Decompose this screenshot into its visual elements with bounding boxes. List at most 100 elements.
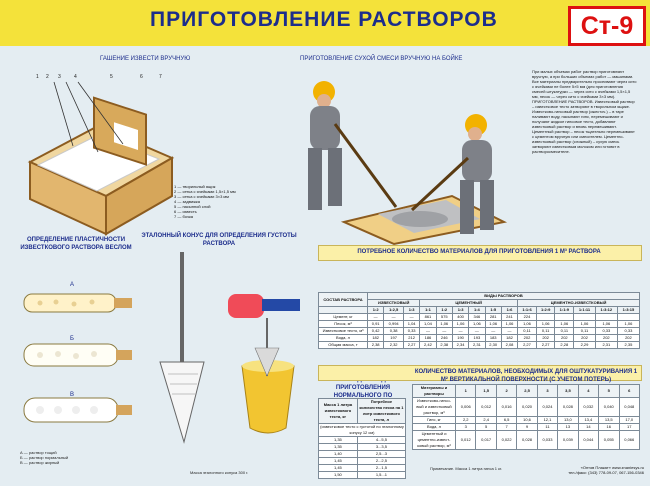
- legend-line: 7 — бочка: [174, 214, 194, 219]
- materials-column: 1:6: [500, 306, 519, 314]
- sand-cell: 1,35: [318, 443, 358, 451]
- plaster-cell: 17,0: [618, 416, 640, 424]
- plaster-cell: 0,033: [536, 430, 559, 450]
- plaster-cell: 0,020: [516, 397, 538, 417]
- plaster-cell: 0,022: [495, 430, 518, 450]
- materials-cell: —: [435, 327, 453, 335]
- plaster-cell: 0,028: [516, 430, 538, 450]
- materials-cell: 2,34: [451, 341, 470, 349]
- materials-column: 1:3:15: [616, 306, 641, 314]
- plasticity-legend-line: В — раствор жирный: [20, 460, 60, 465]
- plaster-cell: 6,5: [495, 416, 518, 424]
- plaster-cell: 0,012: [475, 397, 497, 417]
- sand-cell: 2...1,5: [356, 464, 407, 472]
- plaster-column: 1: [454, 384, 477, 398]
- plaster-cell: 2,2: [454, 416, 477, 424]
- plasticity-label-b: Б: [70, 336, 74, 342]
- materials-cell: 1,06: [517, 320, 537, 328]
- plaster-cell: 13: [557, 423, 579, 431]
- sand-cell: 1,35: [318, 436, 358, 444]
- materials-types-header: ВИДЫ РАСТВОРОВ: [367, 292, 640, 300]
- plaster-note: Примечание. Масса 1 литра гипса 1 кг.: [430, 466, 502, 471]
- legend-line: 4 — задвижка: [174, 199, 200, 204]
- plaster-cell: 0,006: [454, 397, 477, 417]
- materials-cell: 2,38: [435, 341, 453, 349]
- plaster-cell: 12,1: [536, 416, 559, 424]
- plaster-cell: 0,028: [557, 397, 579, 417]
- plaster-cell: 13,4: [577, 416, 600, 424]
- plaster-material-header: Материалы и растворы: [412, 384, 456, 398]
- materials-cell: 0,994: [383, 320, 404, 328]
- materials-column: 1:2: [435, 306, 453, 314]
- materials-cell: 0,91: [366, 320, 385, 328]
- materials-cell: 1,06: [554, 320, 575, 328]
- materials-cell: 246: [435, 334, 453, 342]
- materials-cell: 202: [535, 334, 556, 342]
- materials-cell: 1,06: [500, 320, 519, 328]
- sand-cell: 1,45: [318, 464, 358, 472]
- paddle-c: [23, 397, 132, 423]
- materials-cell: [573, 313, 596, 321]
- materials-cell: 0,33: [616, 327, 641, 335]
- materials-cell: 1,04: [402, 320, 421, 328]
- materials-cell: —: [366, 313, 385, 321]
- materials-cell: 2,30: [484, 341, 502, 349]
- materials-cell: 1,06: [451, 320, 470, 328]
- footer-line: тел./факс: (343) 778-09-07, 067-156-0346: [568, 470, 644, 475]
- plaster-cell: 0,055: [598, 430, 620, 450]
- materials-cell: [535, 313, 556, 321]
- legend-line: 1 — творильный ящик: [174, 184, 216, 189]
- materials-cell: 202: [517, 334, 537, 342]
- plaster-column: 2: [495, 384, 518, 398]
- materials-cell: [594, 313, 618, 321]
- workers-illustration: [308, 81, 508, 246]
- plaster-cell: 0,012: [454, 430, 477, 450]
- plaster-cell: 0,066: [618, 430, 640, 450]
- cone-illustration: [159, 252, 300, 444]
- materials-cell: 224: [517, 313, 537, 321]
- materials-cell: 212: [402, 334, 421, 342]
- materials-cement-lime-header: ЦЕМЕНТНО-ИЗВЕСТКОВЫЙ: [517, 299, 640, 307]
- plaster-row-name: Известково-гипсо-вый и известковый раств…: [412, 397, 456, 417]
- plaster-title: КОЛИЧЕСТВО МАТЕРИАЛОВ, НЕОБХОДИМЫХ ДЛЯ О…: [414, 369, 638, 383]
- sand-cell: 2,5...3: [356, 450, 407, 458]
- svg-text:7: 7: [159, 74, 162, 80]
- materials-title: ПОТРЕБНОЕ КОЛИЧЕСТВО МАТЕРИАЛОВ ДЛЯ ПРИГ…: [357, 249, 601, 255]
- plaster-bar: [318, 365, 642, 381]
- materials-column: 1:1: [419, 306, 437, 314]
- materials-column: 1:2: [366, 306, 385, 314]
- materials-cell: 2,28: [554, 341, 575, 349]
- materials-cell: 2,27: [535, 341, 556, 349]
- sand-cell: 1,45: [318, 457, 358, 465]
- poster-code: Ст-9: [568, 6, 646, 46]
- materials-cell: [616, 313, 641, 321]
- materials-cell: 202: [616, 334, 641, 342]
- materials-cell: —: [500, 327, 519, 335]
- materials-column: 1:2:9: [535, 306, 556, 314]
- materials-cell: 0,33: [594, 327, 618, 335]
- materials-cell: 1,06: [435, 320, 453, 328]
- table-row: Известково-гипсо-вый и известковый раств…: [412, 397, 640, 417]
- table-row: Цементный и цементно-извест-ковый раство…: [412, 430, 640, 450]
- svg-text:3: 3: [58, 74, 61, 80]
- section-title-lime: ГАШЕНИЕ ИЗВЕСТИ ВРУЧНУЮ: [100, 56, 191, 62]
- paddle-a: [23, 293, 132, 313]
- materials-cell: —: [383, 313, 404, 321]
- materials-cell: 1,06: [573, 320, 596, 328]
- materials-cell: 202: [554, 334, 575, 342]
- materials-cell: 2,08: [500, 341, 519, 349]
- plaster-cell: 17: [618, 423, 640, 431]
- plaster-cell: 9: [516, 423, 538, 431]
- materials-row-name: Песок, м³: [318, 320, 368, 328]
- materials-cell: 190: [451, 334, 470, 342]
- plaster-row-name: Вода, л: [412, 423, 456, 431]
- materials-cell: 1,04: [419, 320, 437, 328]
- materials-cell: 241: [500, 313, 519, 321]
